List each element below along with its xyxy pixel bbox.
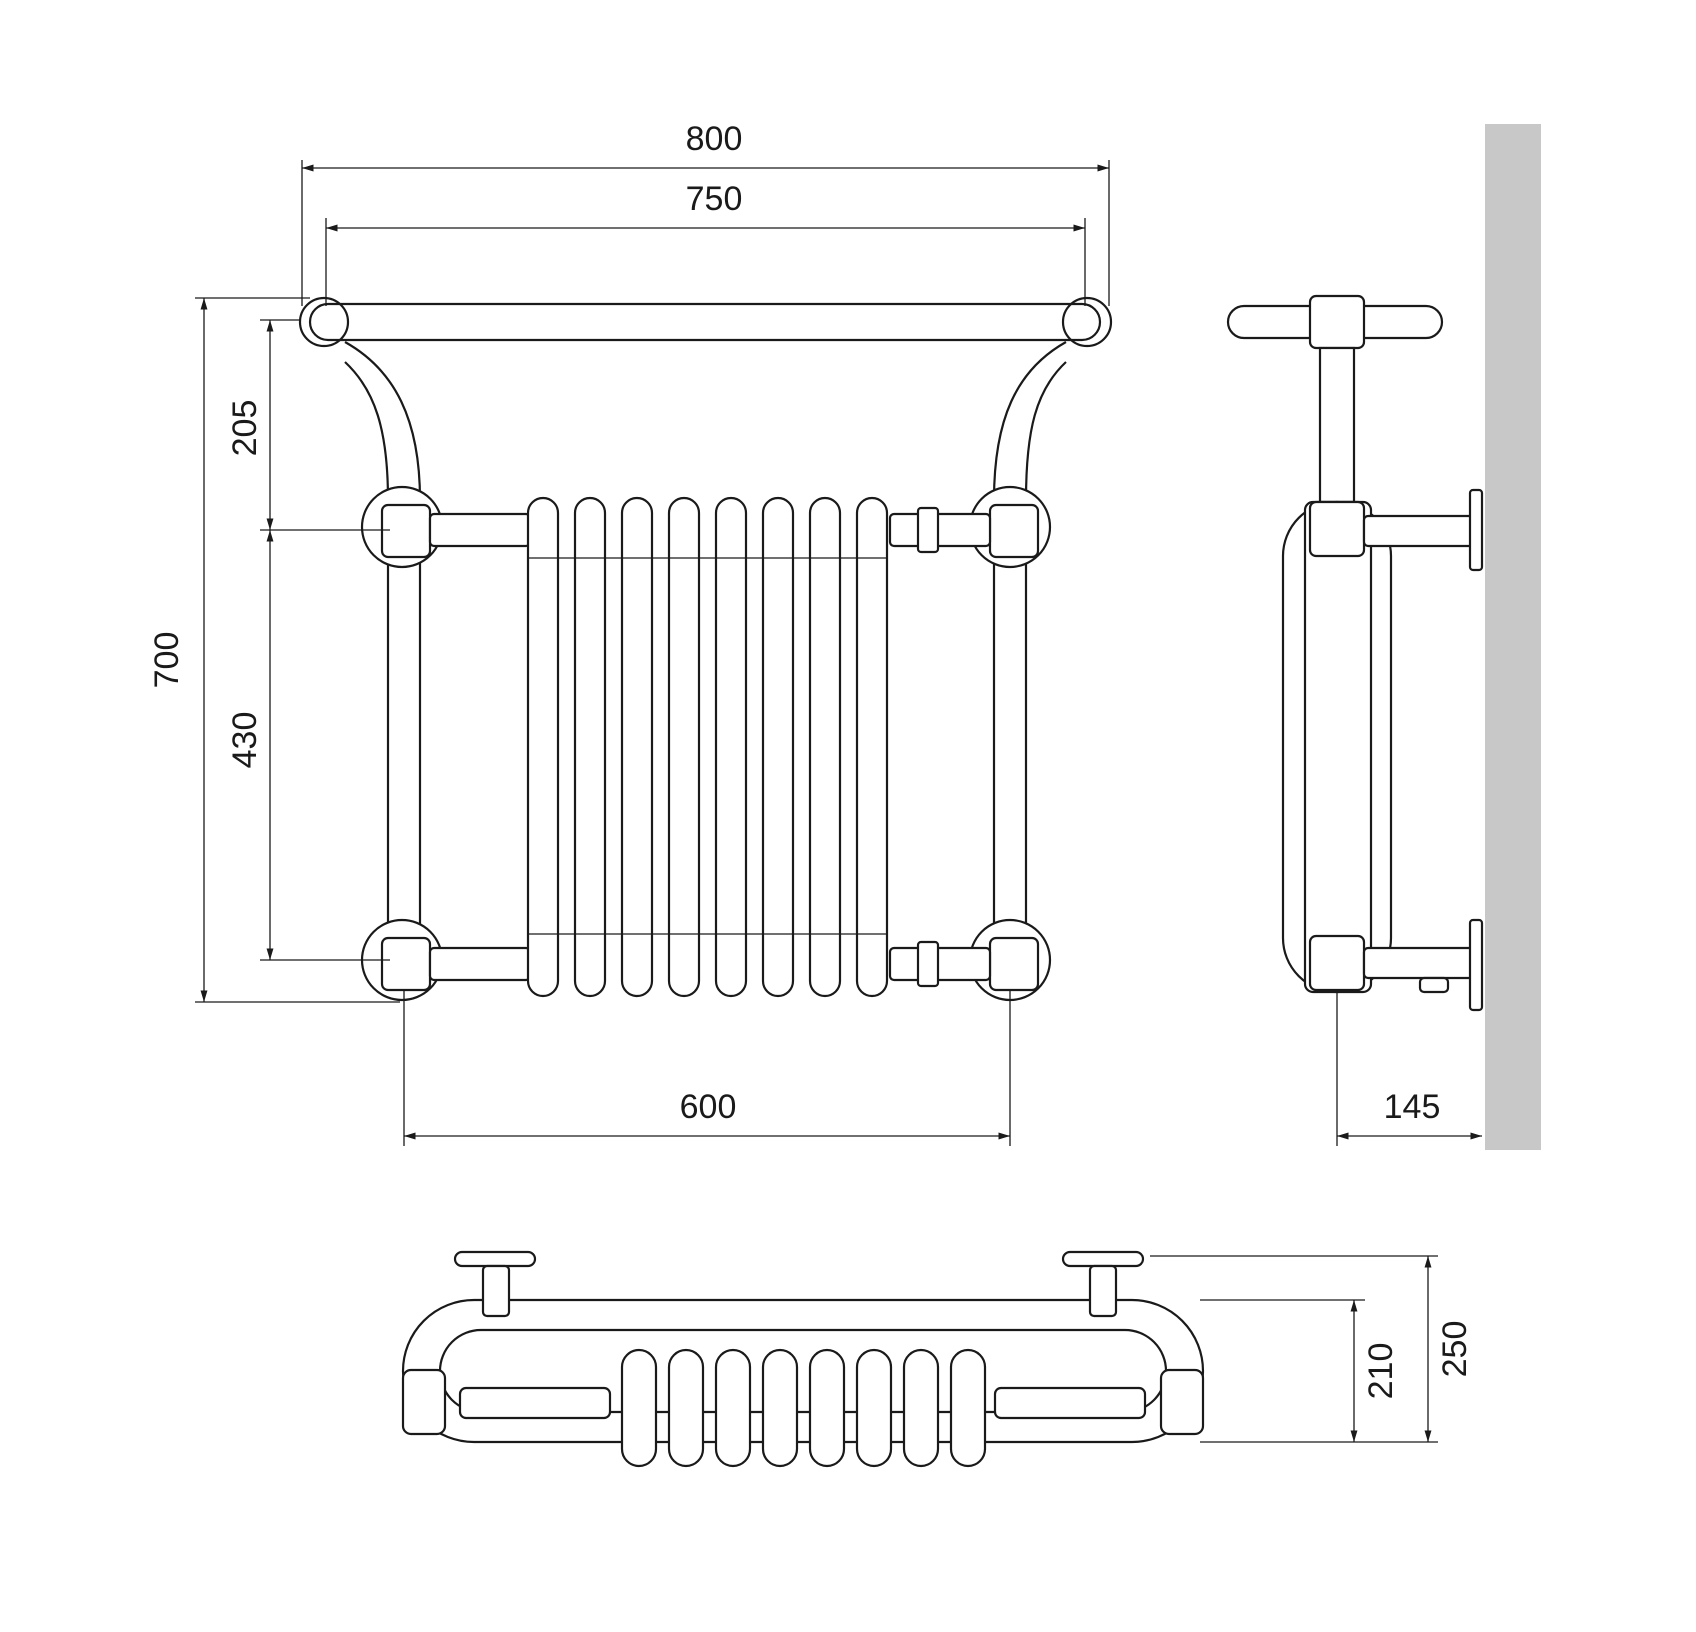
dim-600: 600 <box>680 1088 737 1126</box>
dim-205: 205 <box>226 400 264 457</box>
radiator-columns <box>526 496 889 998</box>
left-leg <box>386 498 422 942</box>
side-view <box>1226 124 1541 1150</box>
dim-750: 750 <box>686 180 743 218</box>
dim-800: 800 <box>686 120 743 158</box>
left-arm <box>344 341 422 501</box>
dim-210: 210 <box>1362 1343 1400 1400</box>
dim-250: 250 <box>1436 1321 1474 1378</box>
plan-view <box>401 1250 1205 1468</box>
dimensions: 800 750 700 205 430 600 145 210 <box>148 120 1482 1443</box>
plan-sections <box>620 1348 987 1468</box>
wall <box>1485 124 1541 1150</box>
right-arm <box>992 341 1067 501</box>
dim-430: 430 <box>226 712 264 769</box>
dim-700: 700 <box>148 632 186 689</box>
top-rail <box>308 302 1102 342</box>
front-view <box>298 296 1113 1002</box>
dim-145: 145 <box>1384 1088 1441 1126</box>
